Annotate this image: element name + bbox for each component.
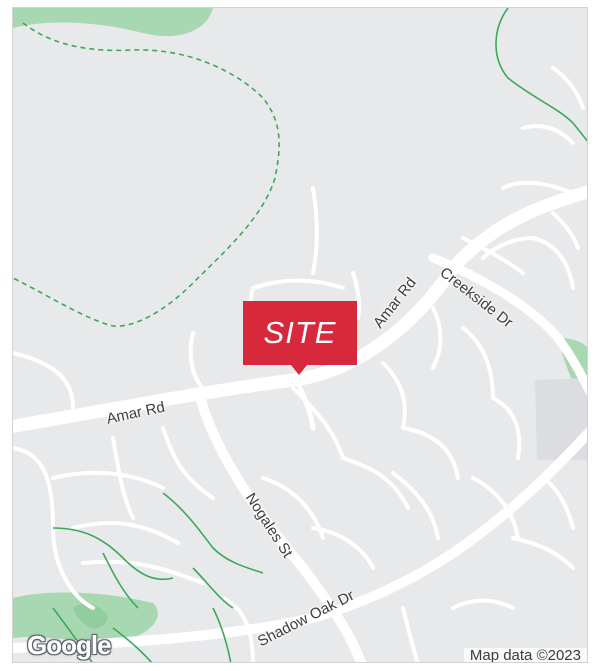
trail-south-4	[52, 607, 93, 662]
trail-south-5	[112, 627, 153, 662]
building-block	[535, 378, 587, 460]
trail-south-7	[192, 567, 234, 609]
map-view[interactable]: Amar Rd Amar Rd Creekside Dr Nogales St …	[12, 7, 588, 663]
shadow-oak-dr-road	[13, 427, 587, 653]
park-area-north	[13, 8, 213, 37]
google-logo: Google	[27, 630, 112, 660]
site-access-road	[295, 380, 316, 431]
trail-south-6	[212, 607, 232, 662]
amar-rd-road	[13, 185, 587, 433]
trail-south-1	[52, 527, 174, 580]
park-area-south-2	[73, 603, 108, 629]
map-canvas	[13, 8, 587, 662]
trail-north-east	[495, 8, 587, 142]
map-attribution[interactable]: Map data ©2023	[463, 648, 587, 662]
trail-north-west	[13, 22, 280, 327]
creekside-dr-road	[428, 253, 587, 397]
site-marker[interactable]: SITE	[243, 301, 357, 375]
trail-south-3	[102, 552, 139, 609]
trail-south-2	[162, 492, 264, 574]
nogales-st-road	[194, 388, 367, 662]
